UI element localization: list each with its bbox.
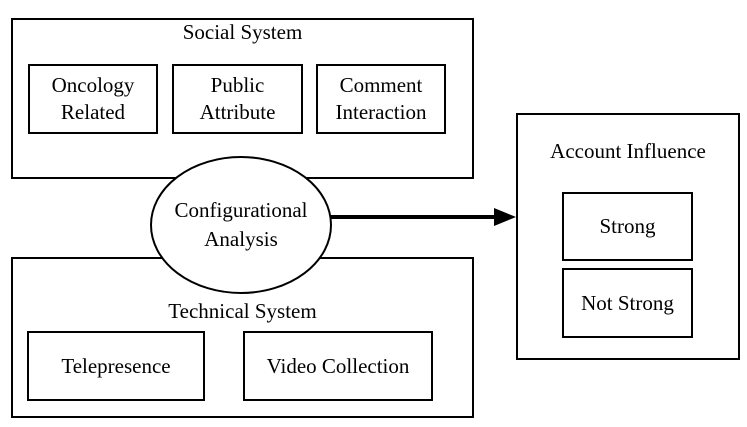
social-item-comment-line1: Comment (339, 73, 423, 97)
arrowhead-icon (494, 208, 516, 226)
social-system-title: Social System (182, 20, 303, 44)
technical-item-telepresence-label: Telepresence (61, 353, 171, 378)
social-item-public-line1: Public (210, 73, 265, 97)
social-item-comment-interaction: Comment Interaction (316, 64, 446, 134)
social-item-public-line2: Attribute (199, 100, 276, 124)
technical-item-telepresence: Telepresence (27, 331, 205, 401)
influence-item-strong-label: Strong (599, 214, 656, 238)
technical-item-video-collection: Video Collection (243, 331, 433, 401)
technical-item-video-collection-label: Video Collection (266, 353, 410, 378)
influence-item-not-strong: Not Strong (562, 268, 693, 338)
influence-item-not-strong-label: Not Strong (581, 290, 674, 315)
configurational-analysis-ellipse (150, 156, 332, 294)
social-item-oncology-related: Oncology Related (28, 64, 158, 134)
social-item-oncology-line1: Oncology (51, 73, 135, 97)
center-line1: Configurational (174, 198, 308, 222)
social-item-public-attribute: Public Attribute (172, 64, 303, 134)
social-item-oncology-line2: Related (60, 100, 126, 124)
social-item-comment-line2: Interaction (335, 100, 427, 124)
influence-item-strong: Strong (562, 192, 693, 261)
configurational-analysis-label: Configurational Analysis (151, 196, 331, 254)
center-line2: Analysis (204, 227, 278, 251)
account-influence-title: Account Influence (550, 139, 706, 163)
technical-system-title: Technical System (168, 299, 317, 323)
